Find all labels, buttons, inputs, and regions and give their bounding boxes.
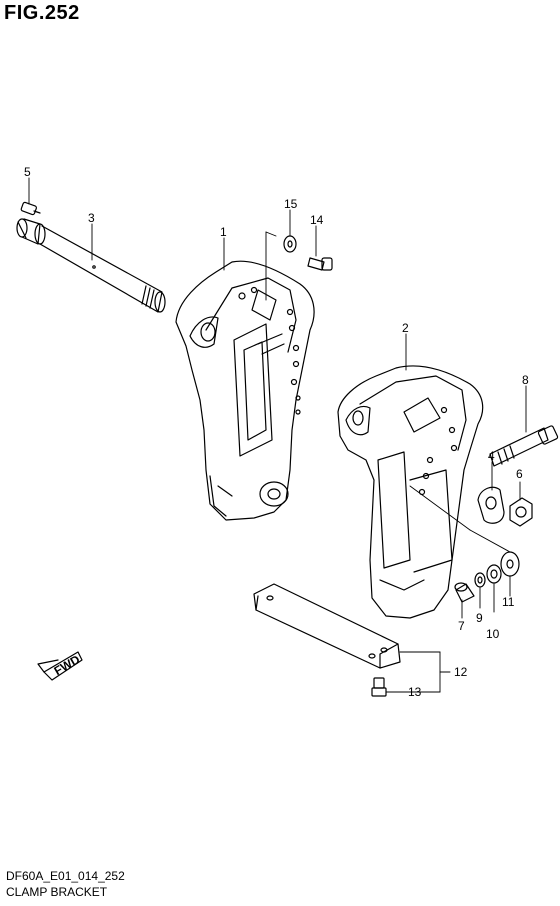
bushing-part-7: [454, 582, 475, 603]
footer: DF60A_E01_014_252 CLAMP BRACKET: [6, 868, 125, 900]
callout-11: 11: [502, 595, 515, 609]
washer-part-15: [283, 235, 297, 253]
callout-14: 14: [310, 213, 324, 227]
shaft-part-3: [16, 218, 166, 313]
figure-title: FIG.252: [4, 2, 80, 24]
callout-5: 5: [24, 165, 31, 179]
callout-8: 8: [522, 373, 529, 387]
clamp-bracket-part-2: [337, 365, 484, 619]
callout-10: 10: [486, 627, 500, 641]
fwd-arrow-icon: [37, 651, 83, 681]
clamp-bracket-part-1: [175, 260, 315, 521]
callout-6: 6: [516, 467, 523, 481]
leader-lines: [28, 177, 527, 693]
washers-parts-9-10-11: [474, 551, 520, 588]
bolt-part-13: [371, 677, 387, 697]
callout-2: 2: [402, 321, 409, 335]
figure-caption: CLAMP BRACKET: [6, 885, 108, 899]
callout-1: 1: [220, 225, 227, 239]
figure-code: DF60A_E01_014_252: [6, 869, 125, 883]
callout-3: 3: [88, 211, 95, 225]
callout-7: 7: [458, 619, 465, 633]
nut-part-6: [509, 497, 533, 527]
bolt-part-14: [307, 257, 333, 271]
gasket-part-4: [477, 486, 505, 524]
callout-4: 4: [488, 449, 495, 463]
callout-12: 12: [454, 665, 468, 679]
bolt-part-8: [489, 425, 559, 467]
bolt-part-5: [20, 201, 41, 216]
callout-15: 15: [284, 197, 298, 211]
callout-13: 13: [408, 685, 422, 699]
callout-9: 9: [476, 611, 483, 625]
plate-part-12: [253, 583, 401, 669]
